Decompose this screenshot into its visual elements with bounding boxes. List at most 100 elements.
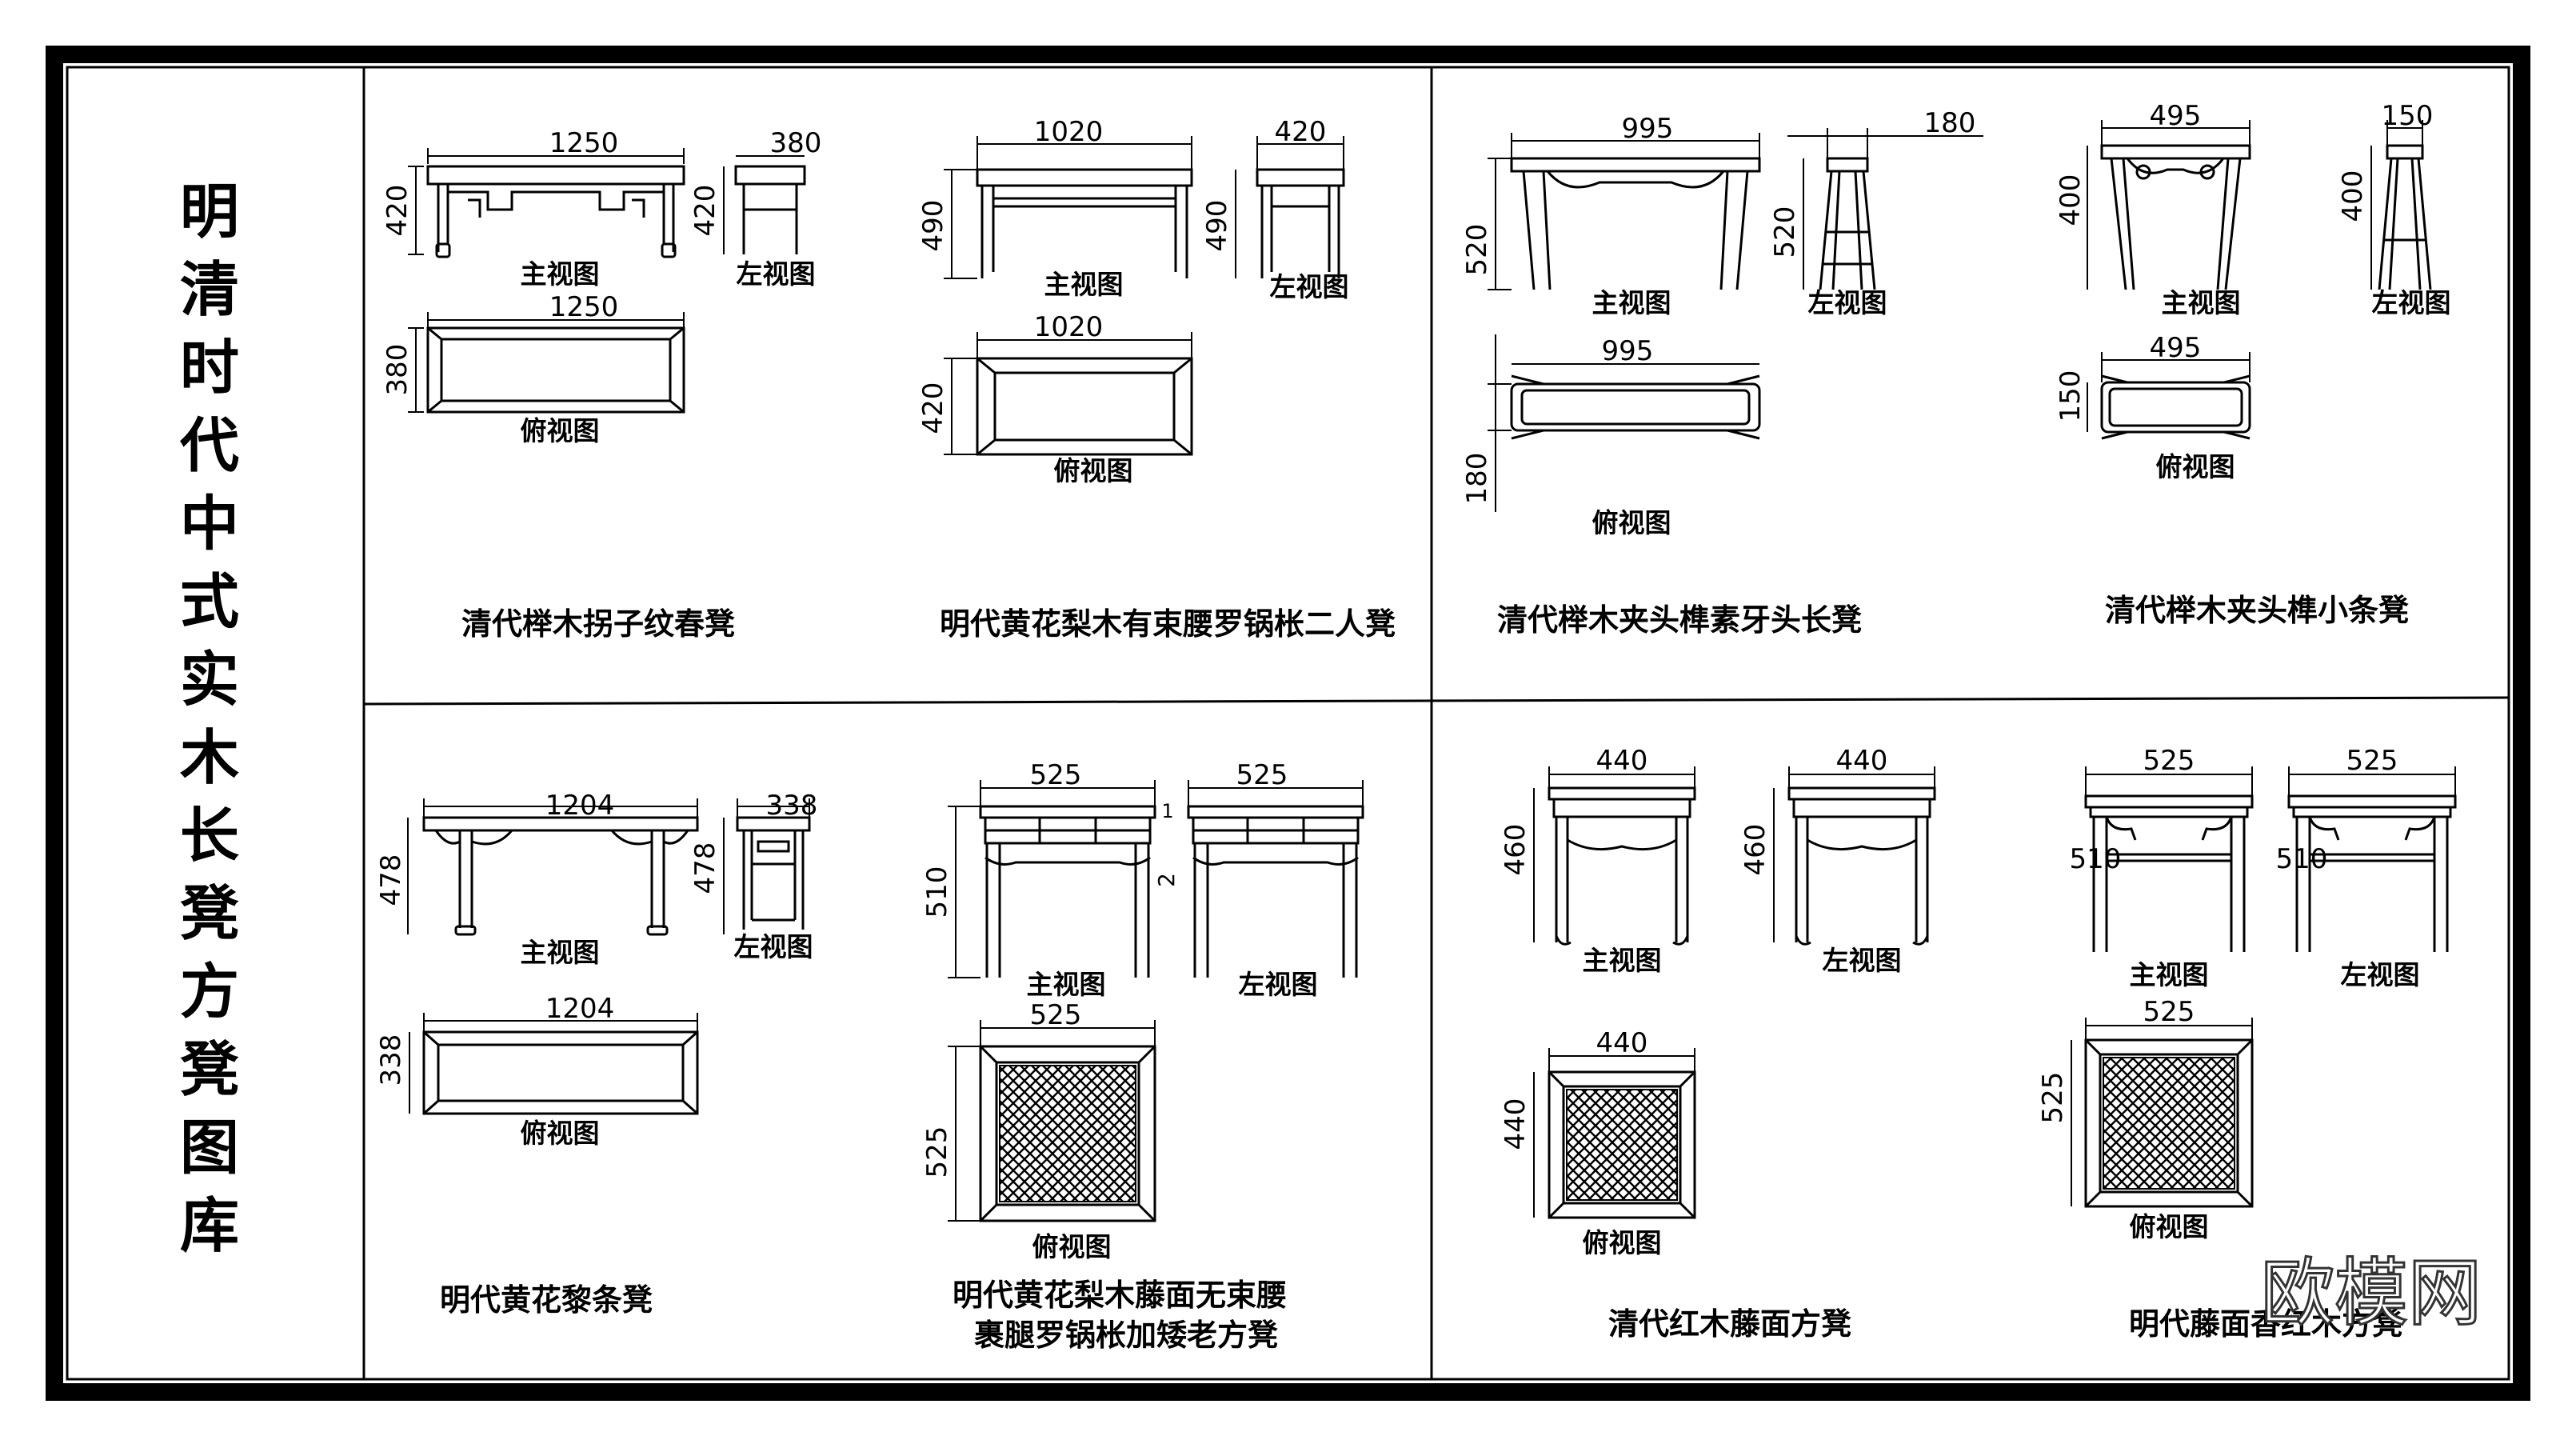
item-1-side-height: 420 <box>689 185 721 237</box>
item-4-front-width: 495 <box>2150 100 2202 132</box>
title-char: 明 <box>180 178 239 246</box>
item-5-side-width: 338 <box>766 790 818 822</box>
item-1-drawing <box>426 165 806 414</box>
item-2-drawing <box>976 168 1345 456</box>
item-6-top-width: 525 <box>1030 999 1082 1031</box>
item-8-side-height: 510 <box>2276 843 2328 875</box>
item-4-caption: 清代榉木夹头榫小条凳 <box>2105 593 2409 628</box>
item-1-side-width: 380 <box>770 127 822 159</box>
item-6-side-mark-2: 2 <box>1153 873 1180 887</box>
item-7-rattan-seat <box>1566 1089 1678 1201</box>
item-8-side-width: 525 <box>2346 745 2398 777</box>
item-3-drawing <box>1510 157 1876 440</box>
item-1-front-height: 420 <box>381 185 413 237</box>
item-7-top-depth: 440 <box>1500 1098 1532 1150</box>
item-4-dims <box>2087 120 2423 432</box>
item-3-top-depth: 180 <box>1461 453 1493 505</box>
item-6-side-view-label: 左视图 <box>1239 969 1318 1000</box>
item-4-top-view-label: 俯视图 <box>2156 451 2235 482</box>
item-3-front-height: 520 <box>1461 224 1493 276</box>
item-5-front-width: 1204 <box>545 790 615 822</box>
item-1-top-depth: 380 <box>381 344 413 396</box>
item-6-side-mark-1: 1 <box>1161 800 1173 822</box>
item-4-side-view-label: 左视图 <box>2372 287 2451 318</box>
item-8-top-view-label: 俯视图 <box>2130 1211 2209 1242</box>
grid-lines <box>362 67 2510 1379</box>
title-char: 库 <box>180 1192 239 1261</box>
item-3-dims <box>1488 128 1983 512</box>
inner-frame <box>66 66 2510 1381</box>
item-4-front-height: 400 <box>2055 174 2087 226</box>
item-3-side-view-label: 左视图 <box>1808 287 1887 318</box>
item-8-side-view-label: 左视图 <box>2341 959 2420 990</box>
item-4-top-width: 495 <box>2150 332 2202 364</box>
item-2-top-view-label: 俯视图 <box>1054 455 1133 486</box>
item-6-top-depth: 525 <box>921 1126 953 1178</box>
item-1-top-width: 1250 <box>549 291 619 323</box>
item-8-rattan-seat <box>2103 1057 2235 1190</box>
item-4-front-view-label: 主视图 <box>2162 287 2241 318</box>
item-1-dims <box>408 148 805 413</box>
item-8-front-view-label: 主视图 <box>2130 959 2209 990</box>
outer-frame <box>46 46 2530 1401</box>
item-3-front-width: 995 <box>1622 113 1674 145</box>
item-4-drawing <box>2100 144 2432 440</box>
item-3-top-width: 995 <box>1602 335 1654 367</box>
item-6-front-height: 510 <box>921 866 953 918</box>
item-1-top-view-label: 俯视图 <box>521 415 600 446</box>
item-7-top-view-label: 俯视图 <box>1583 1227 1662 1258</box>
item-5-top-depth: 338 <box>375 1034 407 1086</box>
item-2-top-depth: 420 <box>917 382 949 434</box>
item-8-front-height: 510 <box>2070 843 2122 875</box>
item-6-caption-line-2: 裹腿罗锅枨加矮老方凳 <box>974 1318 1278 1353</box>
title-char: 图 <box>180 1114 239 1182</box>
item-3-front-view-label: 主视图 <box>1592 287 1671 318</box>
item-5-front-height: 478 <box>375 854 407 906</box>
item-8-top-width: 525 <box>2143 996 2195 1028</box>
title-char: 时 <box>180 334 239 402</box>
item-2-side-height: 490 <box>1201 200 1233 252</box>
item-5-drawing <box>422 816 811 1115</box>
item-4-side-height: 400 <box>2337 170 2369 222</box>
item-4-top-depth: 150 <box>2055 370 2087 422</box>
item-5-top-width: 1204 <box>545 993 615 1025</box>
item-5-top-view-label: 俯视图 <box>521 1118 600 1149</box>
item-1-caption: 清代榉木拐子纹春凳 <box>461 606 735 642</box>
item-3-side-width: 180 <box>1924 107 1976 139</box>
title-char: 木 <box>180 724 239 793</box>
item-2-side-view-label: 左视图 <box>1270 271 1349 302</box>
title-char: 清 <box>180 256 239 325</box>
title-char: 中 <box>180 490 239 558</box>
title-char: 式 <box>180 568 239 637</box>
item-8-dims <box>2071 766 2456 1206</box>
item-2-side-width: 420 <box>1275 116 1327 148</box>
title-char: 代 <box>179 412 239 481</box>
item-7-front-width: 440 <box>1596 745 1648 777</box>
item-7-side-view-label: 左视图 <box>1823 945 1902 976</box>
item-7-drawing <box>1548 786 1936 1219</box>
title-char: 凳 <box>180 880 239 949</box>
item-2-caption: 明代黄花梨木有束腰罗锅枨二人凳 <box>940 606 1396 642</box>
item-7-side-width: 440 <box>1836 745 1888 777</box>
item-5-side-view-label: 左视图 <box>734 931 813 962</box>
title-char: 长 <box>180 802 239 870</box>
item-2-front-height: 490 <box>917 200 949 252</box>
item-5-dims <box>407 798 810 1114</box>
item-6-caption-line-1: 明代黄花梨木藤面无束腰 <box>953 1278 1287 1313</box>
item-7-front-view-label: 主视图 <box>1583 945 1662 976</box>
item-7-top-width: 440 <box>1596 1027 1648 1059</box>
item-6-top-view-label: 俯视图 <box>1032 1231 1112 1262</box>
item-8-caption: 明代藤面香红木方凳 <box>2129 1306 2402 1342</box>
item-6-drawing <box>979 805 1364 1222</box>
title-char: 方 <box>180 958 239 1026</box>
item-5-side-height: 478 <box>689 842 721 894</box>
item-8-drawing <box>2084 794 2457 1208</box>
item-7-dims <box>1533 766 1935 1218</box>
item-5-front-view-label: 主视图 <box>521 937 600 968</box>
item-6-front-view-label: 主视图 <box>1027 969 1106 1000</box>
watermark-logo: 欧模网 <box>2261 1250 2482 1336</box>
item-3-top-view-label: 俯视图 <box>1592 507 1671 538</box>
item-4-side-width: 150 <box>2382 100 2434 132</box>
